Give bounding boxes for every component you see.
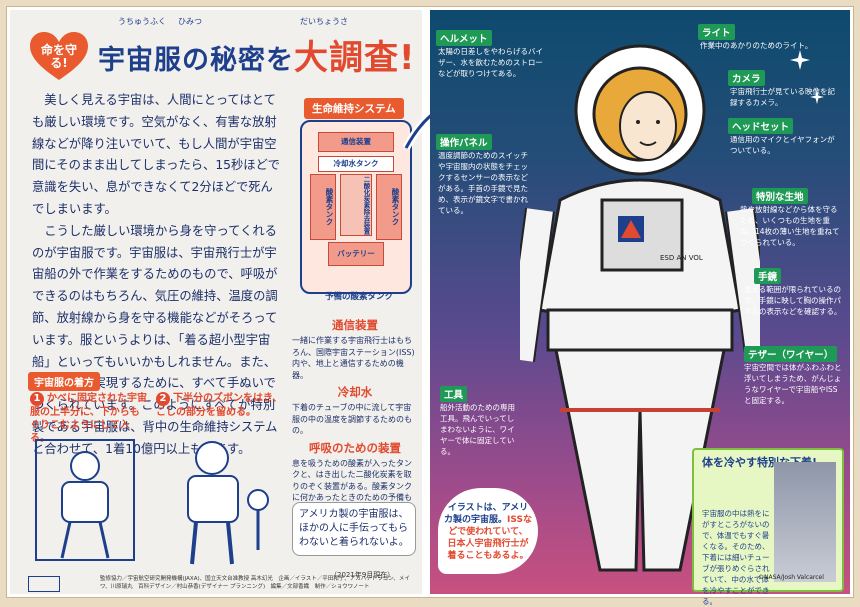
- title-part1: 宇宙服の秘密を: [98, 45, 294, 76]
- item-heading: 通信装置: [332, 318, 378, 332]
- item-desc: 下着のチューブの中に流して宇宙服の中の温度を調節するためのもの。: [292, 403, 412, 435]
- label-tools: 工具: [440, 386, 468, 402]
- heart-icon: [30, 32, 88, 80]
- left-page: 命を守る! うちゅうふく ひみつ だいちょうさ 宇宙服の秘密を大調査! 美しく見…: [10, 10, 422, 594]
- donning-illustration-2: [187, 441, 269, 565]
- part-comm: 通信装置: [318, 132, 394, 152]
- cooling-desc: 宇宙服の中は熱をにがすところがないので、体温でもすぐ暑くなる。そのため、下着には…: [702, 509, 770, 606]
- label-headset: ヘッドセット: [728, 118, 794, 134]
- label-camera: カメラ: [728, 70, 765, 86]
- title-part2: 大調査!: [294, 38, 416, 78]
- item-heading: 冷却水: [337, 385, 373, 399]
- page-title: 宇宙服の秘密を大調査!: [98, 30, 416, 79]
- label-light: ライト: [698, 24, 735, 40]
- system-items: 通信装置 一緒に作業する宇宙飛行士はもちろん、国際宇宙ステーション(ISS)内や…: [292, 314, 418, 515]
- star-icon: [790, 50, 810, 70]
- desc-tether: 宇宙空間では体がふわふわと浮いてしまうため、がんじょうなワイヤーで宇宙船やISS…: [744, 363, 842, 405]
- label-control-panel: 操作パネル: [436, 134, 492, 150]
- desc-control-panel: 温度調節のためのスイッチや宇宙服内の状態をチェックするセンサーの表示などがある。…: [438, 151, 528, 215]
- desc-light: 作業中のあかりのためのライト。: [700, 41, 813, 50]
- astronaut-illustration: ESD AN VOL: [520, 44, 760, 572]
- cooling-photo: [774, 462, 836, 582]
- photo-credit: ©NASA/Josh Valcarcel: [758, 574, 824, 581]
- donning-illustration-1: [35, 439, 135, 561]
- badge-text: 命を守る!: [40, 43, 77, 70]
- step-text: かべに固定された宇宙服の上半分に、下からもぐりこむようにして入る。: [30, 393, 147, 444]
- ruby-daichousa: だいちょうさ: [300, 17, 348, 26]
- item-desc: 一緒に作業する宇宙飛行士はもちろん、国際宇宙ステーション(ISS)内や、地上と通…: [292, 336, 415, 380]
- desc-helmet: 太陽の日差しをやわらげるバイザー、水を飲むためのストローなどが取りつけてある。: [438, 47, 543, 78]
- ruby-uchuufuku: うちゅうふく: [118, 17, 166, 26]
- desc-tools: 船外活動のための専用工具。飛んでいってしまわないように、ワイヤーで体に固定してい…: [440, 403, 515, 456]
- life-support-diagram: 通信装置 冷却水タンク 二酸化炭素除去装置 酸素タンク 酸素タンク バッテリー …: [292, 98, 418, 298]
- speech-bubble: アメリカ製の宇宙服は、ほかの人に手伝ってもらわないと着られないよ。: [292, 502, 416, 556]
- illustration-note: イラストは、アメリカ製の宇宙服。ISSなどで使われていて、日本人宇宙飛行士が着る…: [438, 488, 538, 574]
- note-line-2: ISSなどで使われていて、日本人宇宙飛行士が着ることもあるよ。: [447, 515, 532, 561]
- credits: 監修協力／宇宙航空研究開発機構(JAXA)、国立天文台准教授 高木幻光 企画／イ…: [100, 576, 410, 590]
- desc-headset: 通信用のマイクとイヤフォンがついている。: [730, 135, 835, 155]
- star-icon: [810, 90, 824, 104]
- publisher-logo: [28, 576, 60, 592]
- desc-wrist-mirror: 見える範囲が限られているので、手鏡に映して胸の操作パネルの表示などを確認する。: [744, 285, 842, 316]
- step-number: 2: [156, 392, 170, 406]
- part-o2-right: 酸素タンク: [376, 174, 402, 240]
- system-heading: 生命維持システム: [304, 98, 404, 119]
- part-co2: 二酸化炭素除去装置: [340, 174, 372, 236]
- note-line-1: イラストは、アメリカ製の宇宙服。: [444, 503, 529, 525]
- label-wrist-mirror: 手鏡: [754, 268, 782, 284]
- part-coolant: 冷却水タンク: [318, 156, 394, 172]
- howto-heading: 宇宙服の着方: [28, 372, 100, 391]
- desc-fabric: 熱や放射線などから体を守るため、いくつもの生地を重ね、14枚の薄い生地を重ねてつ…: [740, 205, 840, 247]
- heart-badge: 命を守る!: [28, 30, 90, 82]
- label-tether: テザー（ワイヤー）: [744, 346, 838, 362]
- step-number: 1: [30, 392, 44, 406]
- date-note: （2021年9月現在）: [330, 571, 395, 579]
- label-fabric: 特別な生地: [752, 188, 808, 204]
- cooling-garment-box: 体を冷やす特別な下着! 宇宙服の中は熱をにがすところがないので、体温でもすぐ暑く…: [692, 448, 844, 606]
- part-battery: バッテリー: [328, 242, 384, 266]
- intro-paragraph-1: 美しく見える宇宙は、人間にとってはとても厳しい環境です。空気がなく、有害な放射線…: [32, 93, 280, 216]
- step-text: 下半分のズボンをはき、こしの部分を留める。: [156, 393, 283, 418]
- label-helmet: ヘルメット: [436, 30, 492, 46]
- patch-text: ESD AN VOL: [660, 254, 703, 262]
- desc-camera: 宇宙飛行士が見ている映像を記録するカメラ。: [730, 87, 835, 107]
- backpack-illustration: 通信装置 冷却水タンク 二酸化炭素除去装置 酸素タンク 酸素タンク バッテリー: [300, 120, 412, 294]
- ruby-himitsu: ひみつ: [178, 17, 202, 26]
- part-o2-left: 酸素タンク: [310, 174, 336, 240]
- item-heading: 呼吸のための装置: [309, 440, 401, 455]
- reserve-tank-label: 予備の酸素タンク: [324, 292, 393, 302]
